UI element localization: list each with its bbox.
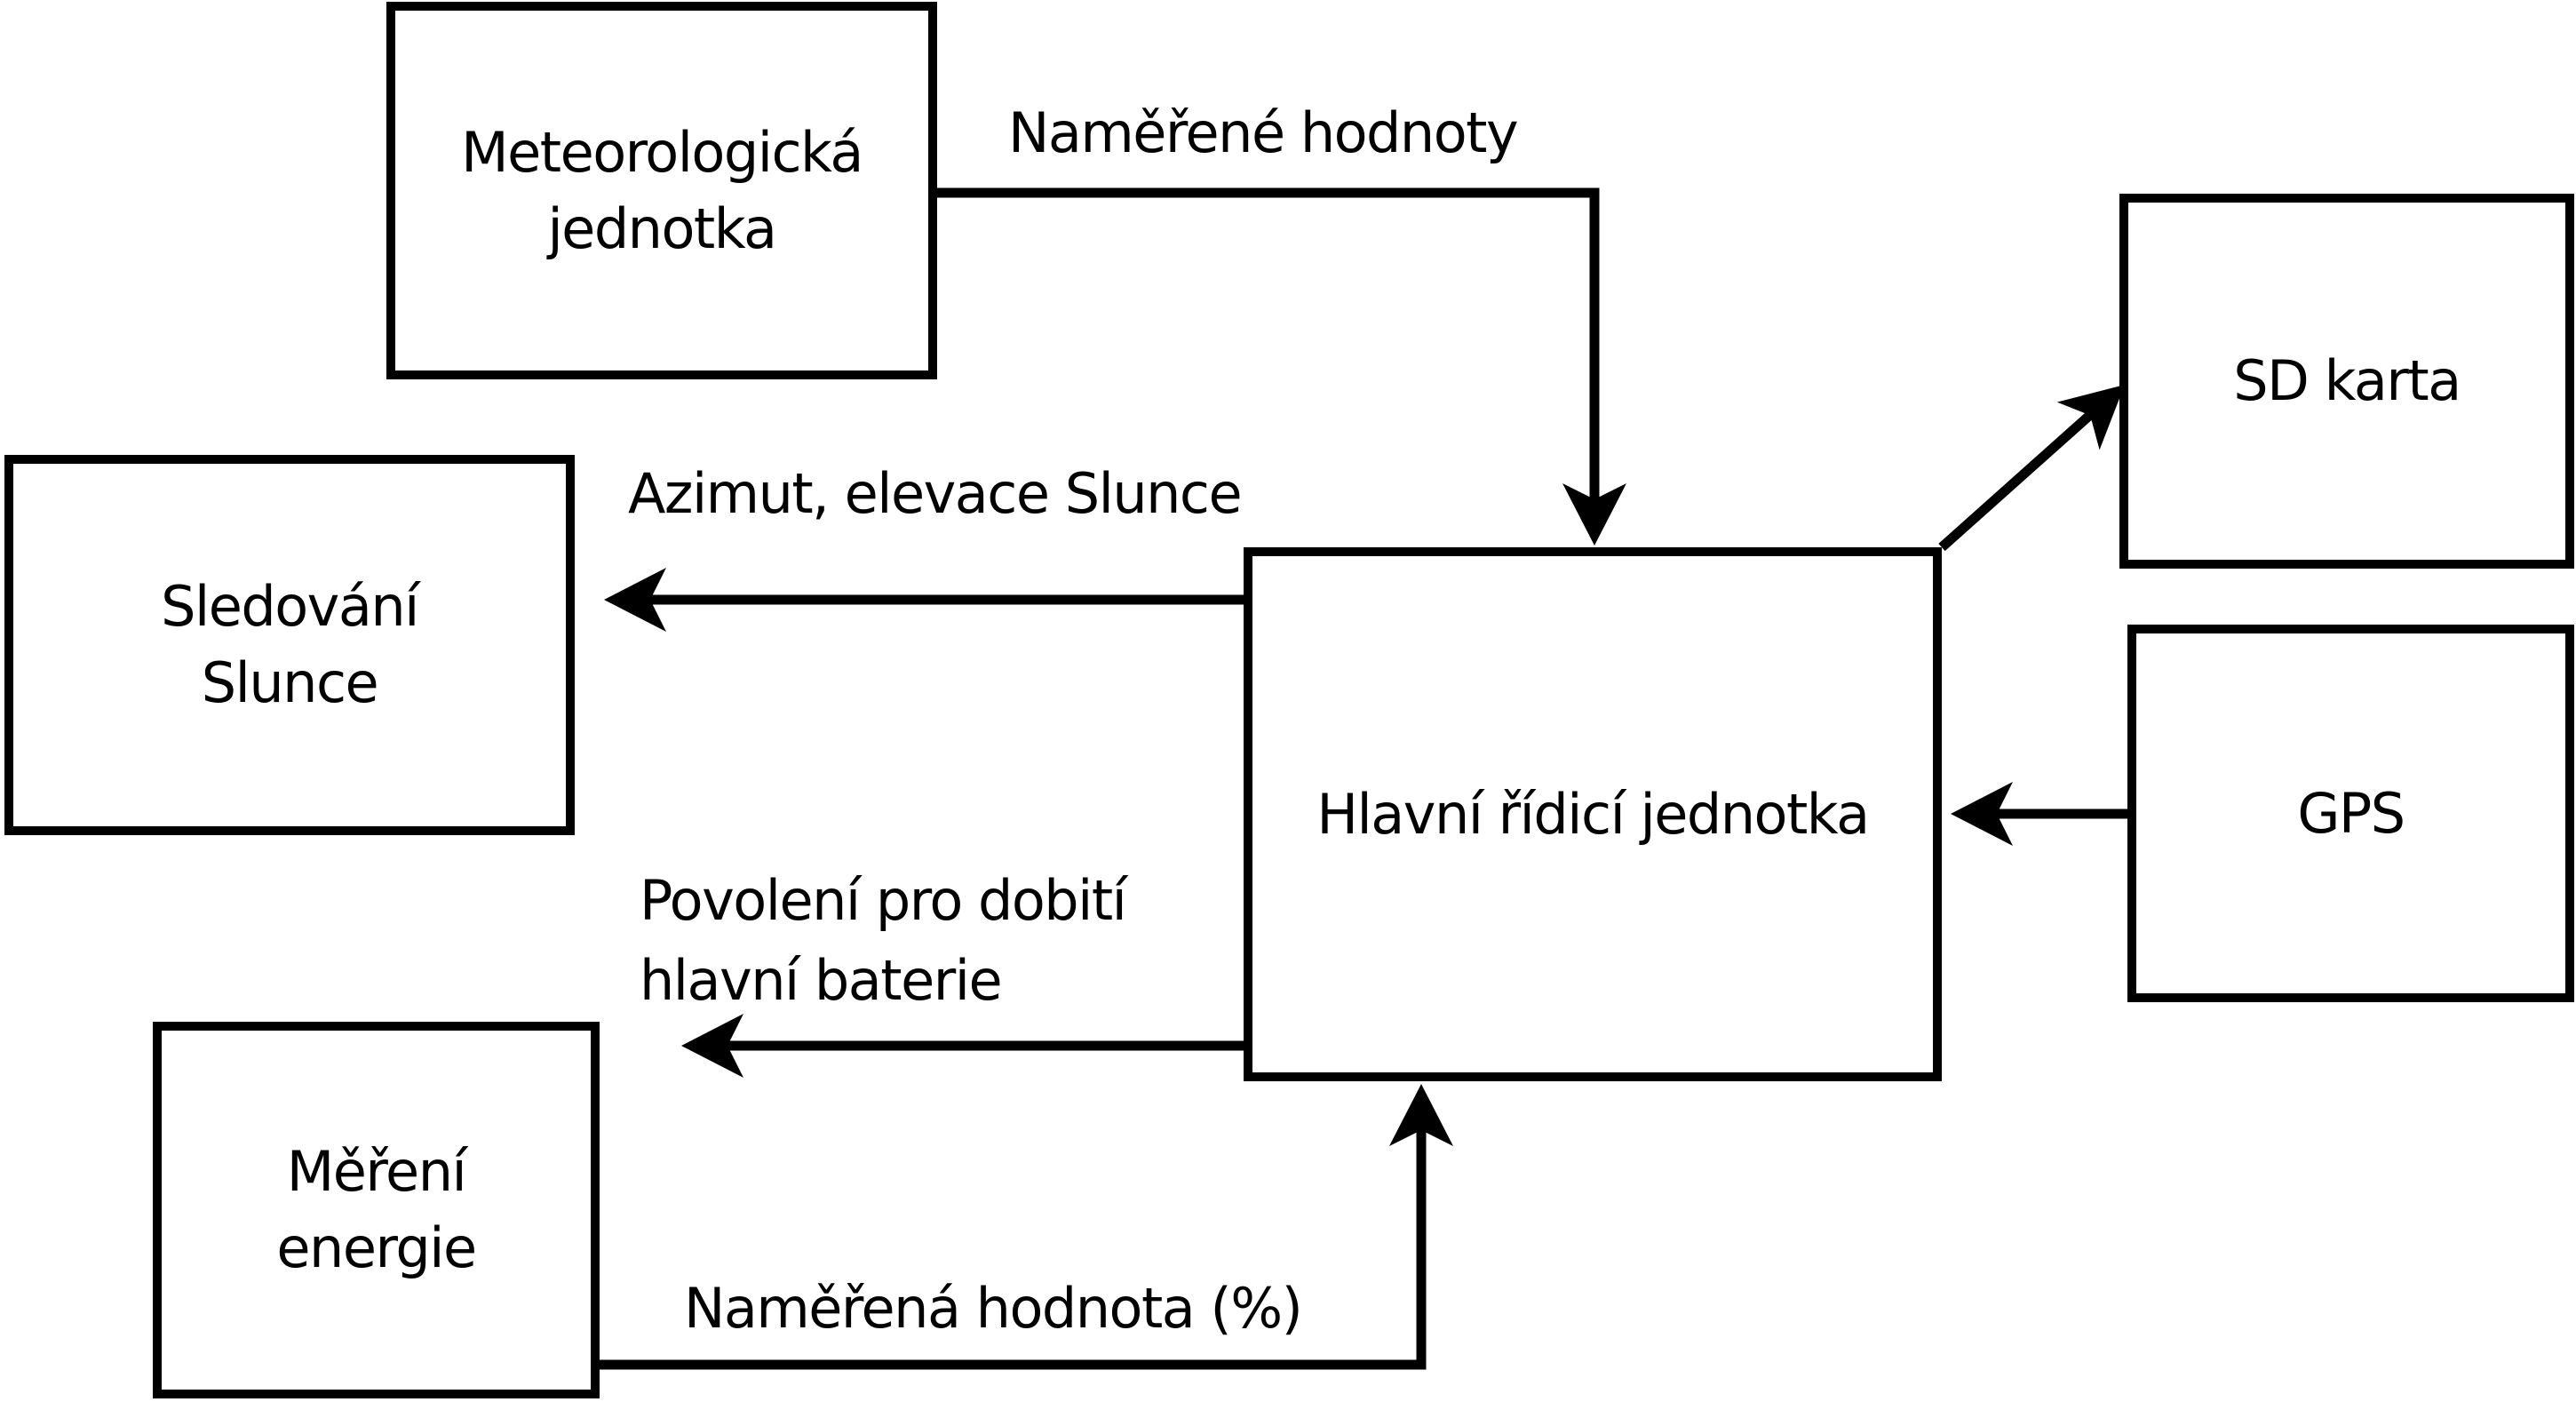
edge-label-povoleni-line1: Povolení pro dobití bbox=[640, 868, 1127, 933]
edge-gps-vstup-arrowhead-left-icon bbox=[1951, 782, 2013, 846]
node-meteorologicka-jednotka-label-line2: jednotka bbox=[547, 195, 777, 261]
edge-zapis-sd-arrowhead-upright-icon bbox=[2056, 385, 2125, 450]
node-mereni-energie-label-line1: Měření bbox=[286, 1139, 467, 1204]
node-mereni-energie: Měření energie bbox=[153, 1022, 600, 1398]
node-sledovani-slunce-label-line1: Sledování bbox=[161, 574, 419, 639]
edge-povoleni bbox=[681, 1014, 1244, 1078]
edge-azimut bbox=[604, 568, 1244, 632]
node-sd-karta-label: SD karta bbox=[2233, 348, 2461, 413]
node-gps: GPS bbox=[2127, 625, 2574, 1002]
node-sledovani-slunce-label-line2: Slunce bbox=[201, 650, 379, 715]
node-hlavni-ridici-jednotka-label: Hlavní řídicí jednotka bbox=[1316, 781, 1870, 847]
edge-namerena-hodnota bbox=[600, 1084, 1453, 1370]
node-meteorologicka-jednotka-label-line1: Meteorologická bbox=[461, 119, 863, 185]
edge-label-povoleni: Povolení pro dobití hlavní baterie bbox=[640, 861, 1127, 1021]
edge-namerena-hodnota-arrowhead-up-icon bbox=[1389, 1084, 1453, 1146]
edge-zapis-sd-line bbox=[1938, 410, 2094, 552]
node-sledovani-slunce: Sledování Slunce bbox=[4, 455, 575, 835]
edge-label-povoleni-line2: hlavní baterie bbox=[640, 948, 1003, 1013]
edge-namerene-hodnoty bbox=[937, 187, 1626, 546]
edge-namerena-hodnota-line bbox=[600, 1130, 1427, 1370]
edge-label-azimut-elevace: Azimut, elevace Slunce bbox=[628, 461, 1243, 526]
node-hlavni-ridici-jednotka: Hlavní řídicí jednotka bbox=[1244, 547, 1942, 1081]
edge-namerene-hodnoty-line bbox=[937, 187, 1600, 499]
edge-gps-vstup bbox=[1951, 782, 2127, 846]
edge-zapis-sd bbox=[1938, 385, 2125, 552]
edge-label-namerene-hodnoty: Naměřené hodnoty bbox=[1008, 100, 1519, 165]
node-mereni-energie-label-line2: energie bbox=[276, 1215, 477, 1280]
node-gps-label: GPS bbox=[2297, 780, 2405, 846]
node-meteorologicka-jednotka: Meteorologická jednotka bbox=[386, 2, 937, 379]
edge-label-namerena-hodnota: Naměřená hodnota (%) bbox=[684, 1276, 1303, 1341]
edge-azimut-arrowhead-left-icon bbox=[604, 568, 666, 632]
edge-povoleni-arrowhead-left-icon bbox=[681, 1014, 743, 1078]
node-sd-karta: SD karta bbox=[2119, 194, 2574, 569]
edge-namerene-hodnoty-arrowhead-down-icon bbox=[1562, 483, 1626, 546]
